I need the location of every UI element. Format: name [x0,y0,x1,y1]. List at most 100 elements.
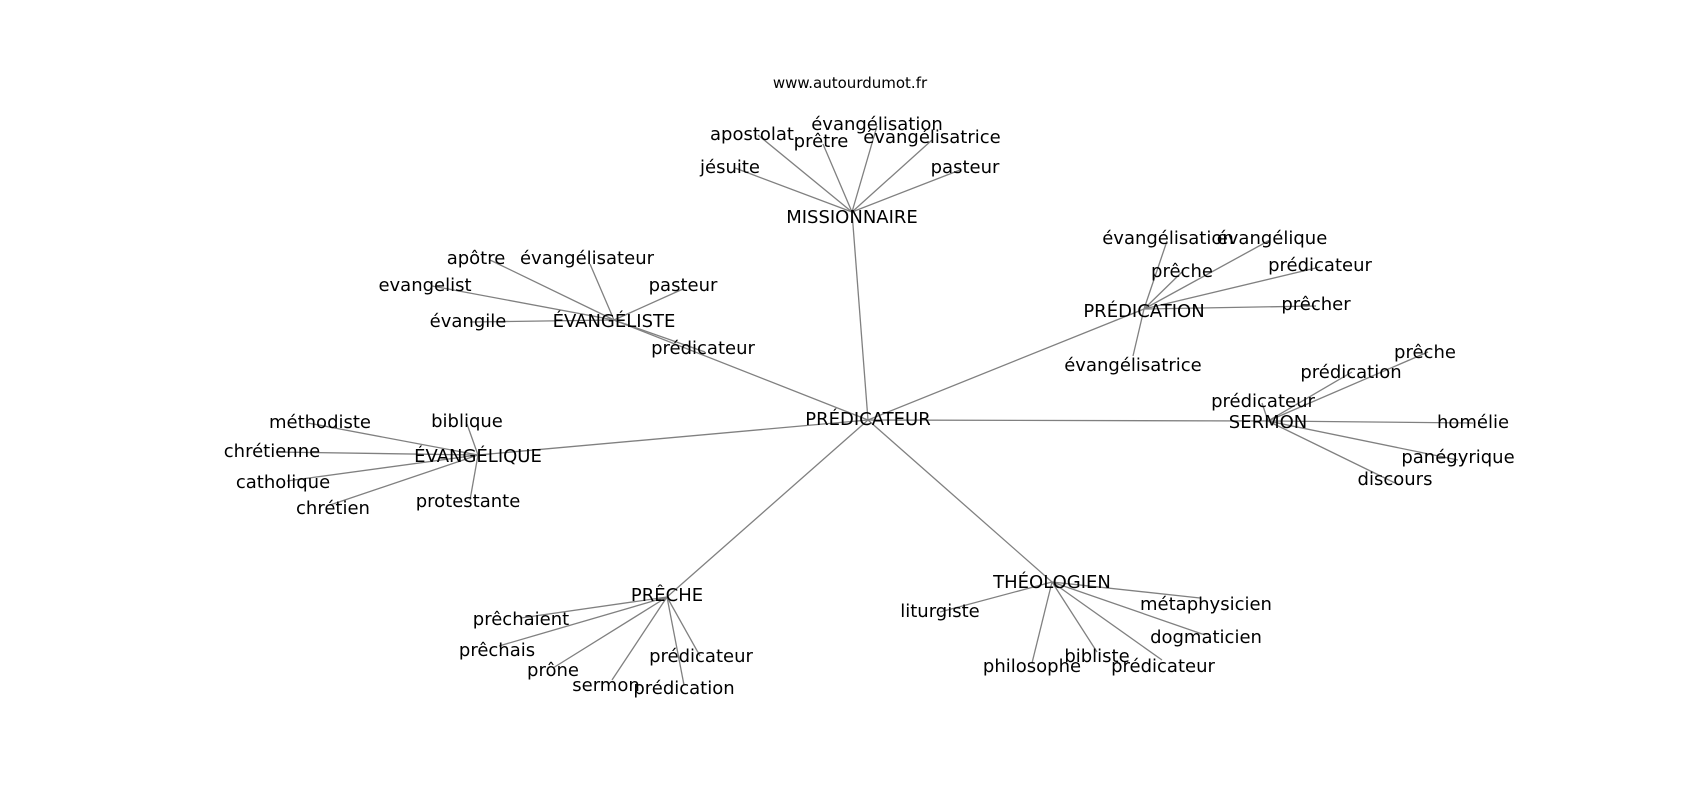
hub-leaf-edge [1051,581,1098,653]
hub-node-label: ÉVANGÉLIQUE [414,445,542,467]
leaf-node-label: homélie [1437,412,1509,433]
hub-leaf-edge [1267,371,1353,422]
hub-leaf-edge [589,263,615,321]
hub-leaf-edge [275,451,479,456]
leaf-node-label: prône [527,660,579,681]
leaf-node-label: évangélisatrice [863,127,1001,148]
hub-leaf-edge [552,596,668,669]
hub-leaf-edge [666,596,701,657]
leaf-node-label: évangile [430,311,507,332]
leaf-node-label: protestante [416,491,521,512]
hub-leaf-edge [1132,308,1145,357]
hub-leaf-edge [757,134,853,213]
center-hub-edge [477,419,869,456]
leaf-node-label: chrétien [296,498,370,519]
hub-leaf-edge [1267,420,1459,461]
leaf-node-label: sermon [572,675,640,696]
hub-leaf-edge [1143,240,1168,310]
leaf-node-label: évangélisateur [520,248,655,269]
leaf-node-label: prédicateur [1111,656,1215,677]
site-credit: www.autourdumot.fr [773,74,928,92]
center-hub-edge [867,419,1053,583]
leaf-node-label: jésuite [699,157,760,178]
hub-node-label: PRÉDICATION [1083,300,1204,322]
hub-leaf-edge [1031,581,1053,664]
hub-leaf-edge [822,143,853,213]
leaf-node-label: prédicateur [651,338,755,359]
hub-leaf-edge [498,596,668,647]
leaf-node-label: apostolat [710,124,794,145]
leaf-node-label: prédicateur [1211,391,1315,412]
hub-leaf-edge [851,125,878,213]
leaf-node-label: évangélique [1217,228,1328,249]
leaf-node-label: discours [1358,469,1433,490]
leaf-node-label: prédication [1300,362,1401,383]
hub-node-label: ÉVANGÉLISTE [553,310,676,332]
leaf-node-label: prêchaient [473,609,569,630]
leaf-node-label: prêche [1151,261,1213,282]
hub-leaf-edge [613,288,684,321]
hub-leaf-edge [286,454,479,482]
center-hub-edge [867,308,1145,421]
graph-edges [275,125,1474,686]
hub-leaf-edge [851,169,961,213]
leaf-node-label: prêtre [794,131,849,152]
leaf-node-label: métaphysicien [1140,594,1272,615]
hub-leaf-edge [851,139,933,213]
leaf-node-label: bibliste [1064,646,1129,667]
leaf-node-label: évangélisation [1102,228,1234,249]
hub-leaf-edge [1143,271,1183,310]
hub-leaf-edge [1143,266,1321,310]
center-hub-edge [867,419,1269,422]
leaf-node-label: prédication [633,678,734,699]
leaf-node-label: prêchais [459,640,535,661]
hub-node-label: PRÊCHE [631,584,703,606]
hub-leaf-edge [1051,581,1201,599]
hub-node-label: THÉOLOGIEN [992,571,1111,593]
leaf-node-label: pasteur [931,157,1000,178]
hub-leaf-edge [431,285,615,321]
leaf-node-label: prêche [1394,342,1456,363]
hub-leaf-edge [1267,420,1474,424]
leaf-node-label: évangélisation [811,114,943,135]
center-hub-edge [851,211,869,421]
hub-leaf-edge [1051,581,1206,636]
hub-leaf-edge [666,596,685,686]
hub-leaf-edge [466,423,479,456]
hub-leaf-edge [1143,239,1271,310]
leaf-node-label: philosophe [983,656,1081,677]
center-node-label: PRÉDICATEUR [805,408,930,430]
leaf-node-label: liturgiste [900,601,980,622]
leaf-node-label: prédicateur [1268,255,1372,276]
hub-leaf-edge [1143,305,1317,310]
leaf-node-label: apôtre [447,248,506,269]
hub-leaf-edge [307,422,479,456]
hub-leaf-edge [1267,351,1429,422]
leaf-node-label: catholique [236,472,330,493]
leaf-node-label: chrétienne [224,441,320,462]
hub-leaf-edge [1051,581,1163,661]
hub-leaf-edge [1261,402,1269,422]
leaf-node-label: dogmaticien [1150,627,1262,648]
hub-node-label: MISSIONNAIRE [786,207,918,228]
hub-leaf-edge [469,454,479,501]
center-hub-edge [613,319,869,421]
leaf-node-label: panégyrique [1401,447,1514,468]
hub-leaf-edge [734,167,853,213]
leaf-node-label: évangélisatrice [1064,355,1202,376]
leaf-node-label: méthodiste [269,412,371,433]
leaf-node-label: evangelist [378,275,471,296]
center-hub-edge [666,419,869,598]
leaf-node-label: prédicateur [649,646,753,667]
hub-leaf-edge [329,454,479,506]
hub-leaf-edge [1267,420,1396,484]
hub-leaf-edge [469,319,615,323]
leaf-node-label: pasteur [649,275,718,296]
hub-leaf-edge [520,596,668,619]
hub-leaf-edge [611,596,668,681]
leaf-node-label: prêcher [1281,294,1351,315]
hub-leaf-edge [939,581,1053,613]
hub-leaf-edge [489,259,615,321]
